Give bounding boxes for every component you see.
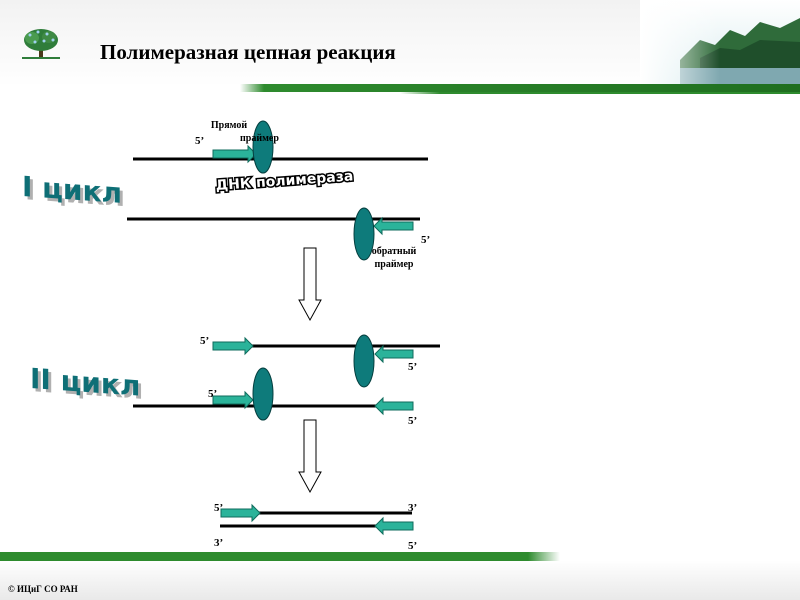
down-arrow [298, 419, 322, 494]
cycle-1-label: I цикл I цикл [22, 170, 125, 213]
polymerase-label: ДНК полимераза [215, 168, 354, 194]
forward-primer-arrow [212, 390, 254, 410]
cycle-2-label: II цикл II цикл [30, 362, 143, 406]
forward-primer-arrow [212, 336, 254, 356]
lake-forest-landscape-icon [640, 0, 800, 84]
footer-green-band [0, 552, 800, 561]
down-arrow [298, 247, 322, 322]
dna-polymerase [353, 334, 375, 388]
svg-text:I цикл: I цикл [22, 170, 122, 210]
end-label-5: 5’ [214, 502, 223, 514]
end-label-5: 5’ [421, 234, 430, 246]
forward-primer-arrow [220, 503, 261, 523]
reverse-primer-label: обратный [372, 246, 417, 257]
footer-band [0, 560, 800, 600]
dna-polymerase [252, 367, 274, 421]
reverse-primer-arrow [374, 344, 414, 364]
end-label-5: 5’ [408, 540, 417, 552]
svg-text:II цикл: II цикл [33, 365, 143, 406]
dna-polymerase [353, 207, 375, 261]
end-label-3: 3’ [408, 502, 417, 514]
dna-polymerase [252, 120, 274, 174]
forward-primer-label: Прямой [211, 120, 247, 131]
copyright-text: © ИЦиГ СО РАН [8, 584, 78, 594]
reverse-primer-label-2: праймер [375, 259, 414, 270]
reverse-primer-arrow [373, 216, 414, 236]
forward-primer-arrow [212, 144, 257, 164]
end-label-5: 5’ [195, 135, 204, 147]
end-label-5: 5’ [208, 388, 217, 400]
tree-logo-icon [22, 29, 60, 59]
svg-text:I цикл: I цикл [25, 173, 125, 213]
page-title: Полимеразная цепная реакция [100, 40, 396, 64]
reverse-primer-arrow [374, 396, 414, 416]
end-label-5: 5’ [408, 415, 417, 427]
header-green-band-thin [0, 92, 800, 94]
end-label-5: 5’ [200, 335, 209, 347]
reverse-primer-arrow [374, 516, 414, 536]
end-label-5: 5’ [408, 361, 417, 373]
forward-primer-label-2: праймер [240, 133, 279, 144]
end-label-3: 3’ [214, 537, 223, 549]
svg-text:II цикл: II цикл [30, 362, 140, 403]
header-green-band [0, 84, 800, 93]
